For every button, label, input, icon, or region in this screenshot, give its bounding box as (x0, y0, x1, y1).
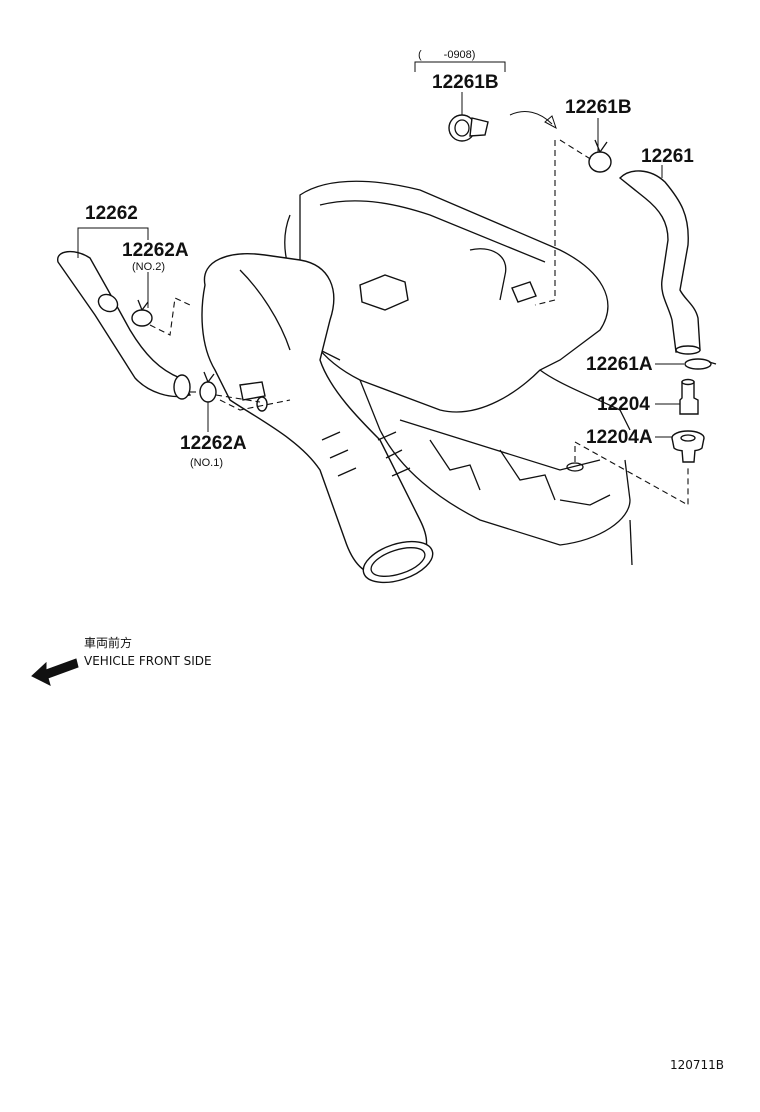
label-12262a-upper: 12262A (122, 240, 189, 261)
engine-block (284, 180, 633, 566)
vehicle-front-en: VEHICLE FRONT SIDE (84, 654, 212, 668)
air-intake-duct (201, 253, 434, 584)
clamp-12261a (684, 358, 717, 370)
label-12261b-right: 12261B (565, 97, 632, 118)
vehicle-front-jp: 車両前方 (84, 635, 132, 650)
label-12261: 12261 (641, 146, 694, 167)
clamp-12262a-no2 (131, 299, 153, 327)
hose-12261 (618, 170, 701, 355)
label-no2: (NO.2) (132, 261, 165, 273)
label-12204a: 12204A (586, 427, 653, 448)
diagram-code: 120711B (670, 1058, 724, 1072)
vehicle-front-indicator: 車両前方 VEHICLE FRONT SIDE (31, 635, 212, 686)
front-arrow-icon (31, 658, 79, 686)
label-12262: 12262 (85, 203, 138, 224)
label-12261a: 12261A (586, 354, 653, 375)
label-top-range: ( -0908) (418, 49, 475, 61)
label-12204: 12204 (597, 394, 650, 415)
clamp-12261b-right (588, 139, 612, 173)
grommet-12204a (671, 430, 705, 463)
pcv-valve-12204 (679, 378, 699, 415)
hose-12262 (57, 251, 192, 400)
clamp-12262a-no1 (199, 371, 217, 403)
label-no1: (NO.1) (190, 457, 223, 469)
label-12262a-lower: 12262A (180, 433, 247, 454)
leader-lines (77, 61, 684, 438)
clamp-12261b-top (448, 114, 489, 142)
label-12261b-top: 12261B (432, 72, 499, 93)
dashed-guide-lines (149, 139, 689, 506)
